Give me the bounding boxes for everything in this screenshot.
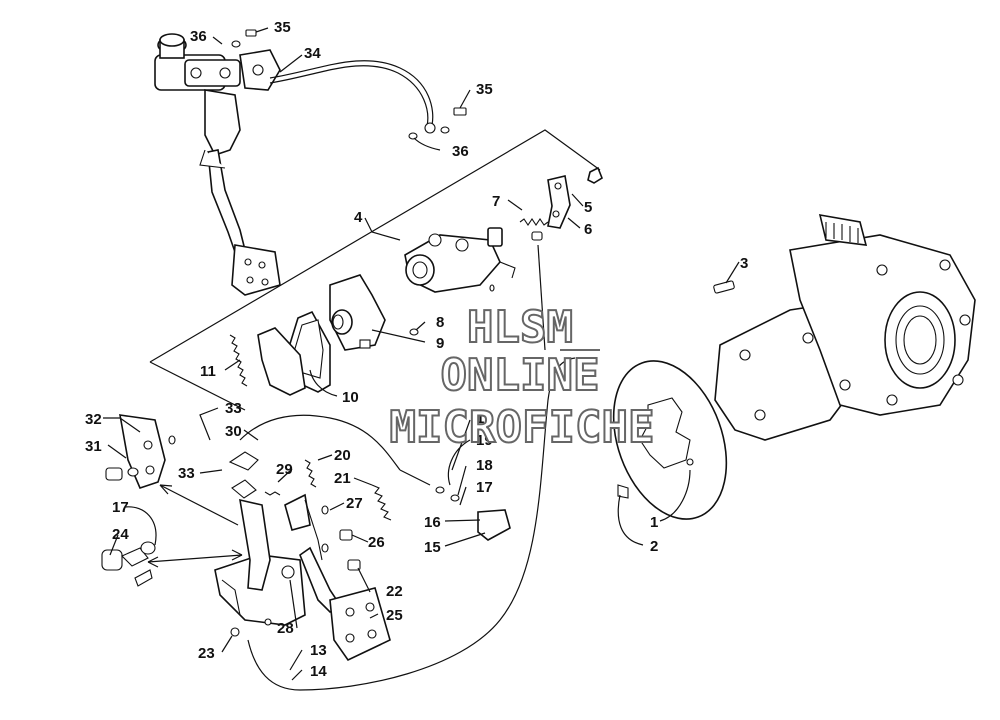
callout-labels: 36 35 34 35 36 4 7 5 6 8 9 10 11 3 1 2 3… [85, 19, 748, 680]
callout-35-mid: 35 [476, 81, 493, 98]
callout-7: 7 [492, 193, 500, 210]
callout-33-left: 33 [178, 465, 195, 482]
watermark: HLSM ONLINE MICROFICHE [389, 301, 656, 454]
arrows [147, 484, 243, 568]
master-cylinder [154, 33, 281, 91]
callout-3: 3 [740, 255, 748, 272]
brake-pads-and-spring [229, 310, 331, 396]
callout-17-right: 17 [476, 479, 493, 496]
callout-1: 1 [650, 514, 658, 531]
leader-lines [103, 27, 740, 681]
callout-10: 10 [342, 389, 359, 406]
callout-26: 26 [368, 534, 385, 551]
callout-32: 32 [85, 411, 102, 428]
callout-27: 27 [346, 495, 363, 512]
callout-2: 2 [650, 538, 658, 555]
callout-33-top: 33 [225, 400, 242, 417]
callout-9: 9 [436, 335, 444, 352]
callout-31: 31 [85, 438, 102, 455]
callout-35-top: 35 [274, 19, 291, 36]
caliper-group-outline [149, 129, 601, 411]
brake-caliper [329, 166, 603, 351]
callout-23: 23 [198, 645, 215, 662]
parking-brake-bracket [105, 414, 176, 489]
callout-15: 15 [424, 539, 441, 556]
callout-29: 29 [276, 461, 293, 478]
callout-36-top: 36 [190, 28, 207, 45]
callout-24: 24 [112, 526, 129, 543]
callout-25: 25 [386, 607, 403, 624]
callout-19: 19 [476, 432, 493, 449]
callout-18: 18 [476, 457, 493, 474]
brake-cable [239, 349, 600, 691]
brake-linkage-left [101, 541, 156, 587]
upper-brake-hose [231, 29, 467, 140]
watermark-line-3: MICROFICHE [390, 402, 655, 453]
callout-34: 34 [304, 45, 321, 62]
callout-11: 11 [200, 363, 216, 380]
callout-36-mid: 36 [452, 143, 469, 160]
watermark-line-2: ONLINE [441, 350, 600, 401]
callout-8: 8 [436, 314, 444, 331]
callout-6: 6 [584, 221, 592, 238]
foot-brake-pedal [214, 451, 392, 662]
callout-13: 13 [310, 642, 327, 659]
callout-5: 5 [584, 199, 592, 216]
callout-22: 22 [386, 583, 403, 600]
callout-30: 30 [225, 423, 242, 440]
callout-14: 14 [310, 663, 327, 680]
watermark-line-1: HLSM [467, 302, 573, 353]
callout-28: 28 [277, 620, 294, 637]
upper-brake-pedal [199, 89, 281, 296]
callout-20: 20 [334, 447, 351, 464]
callout-4: 4 [354, 209, 363, 226]
callout-12: 12 [476, 410, 493, 427]
transmission-housing [713, 214, 976, 441]
callout-17-left: 17 [112, 499, 129, 516]
callout-16: 16 [424, 514, 441, 531]
callout-21: 21 [334, 470, 351, 487]
brake-disc [612, 360, 728, 520]
